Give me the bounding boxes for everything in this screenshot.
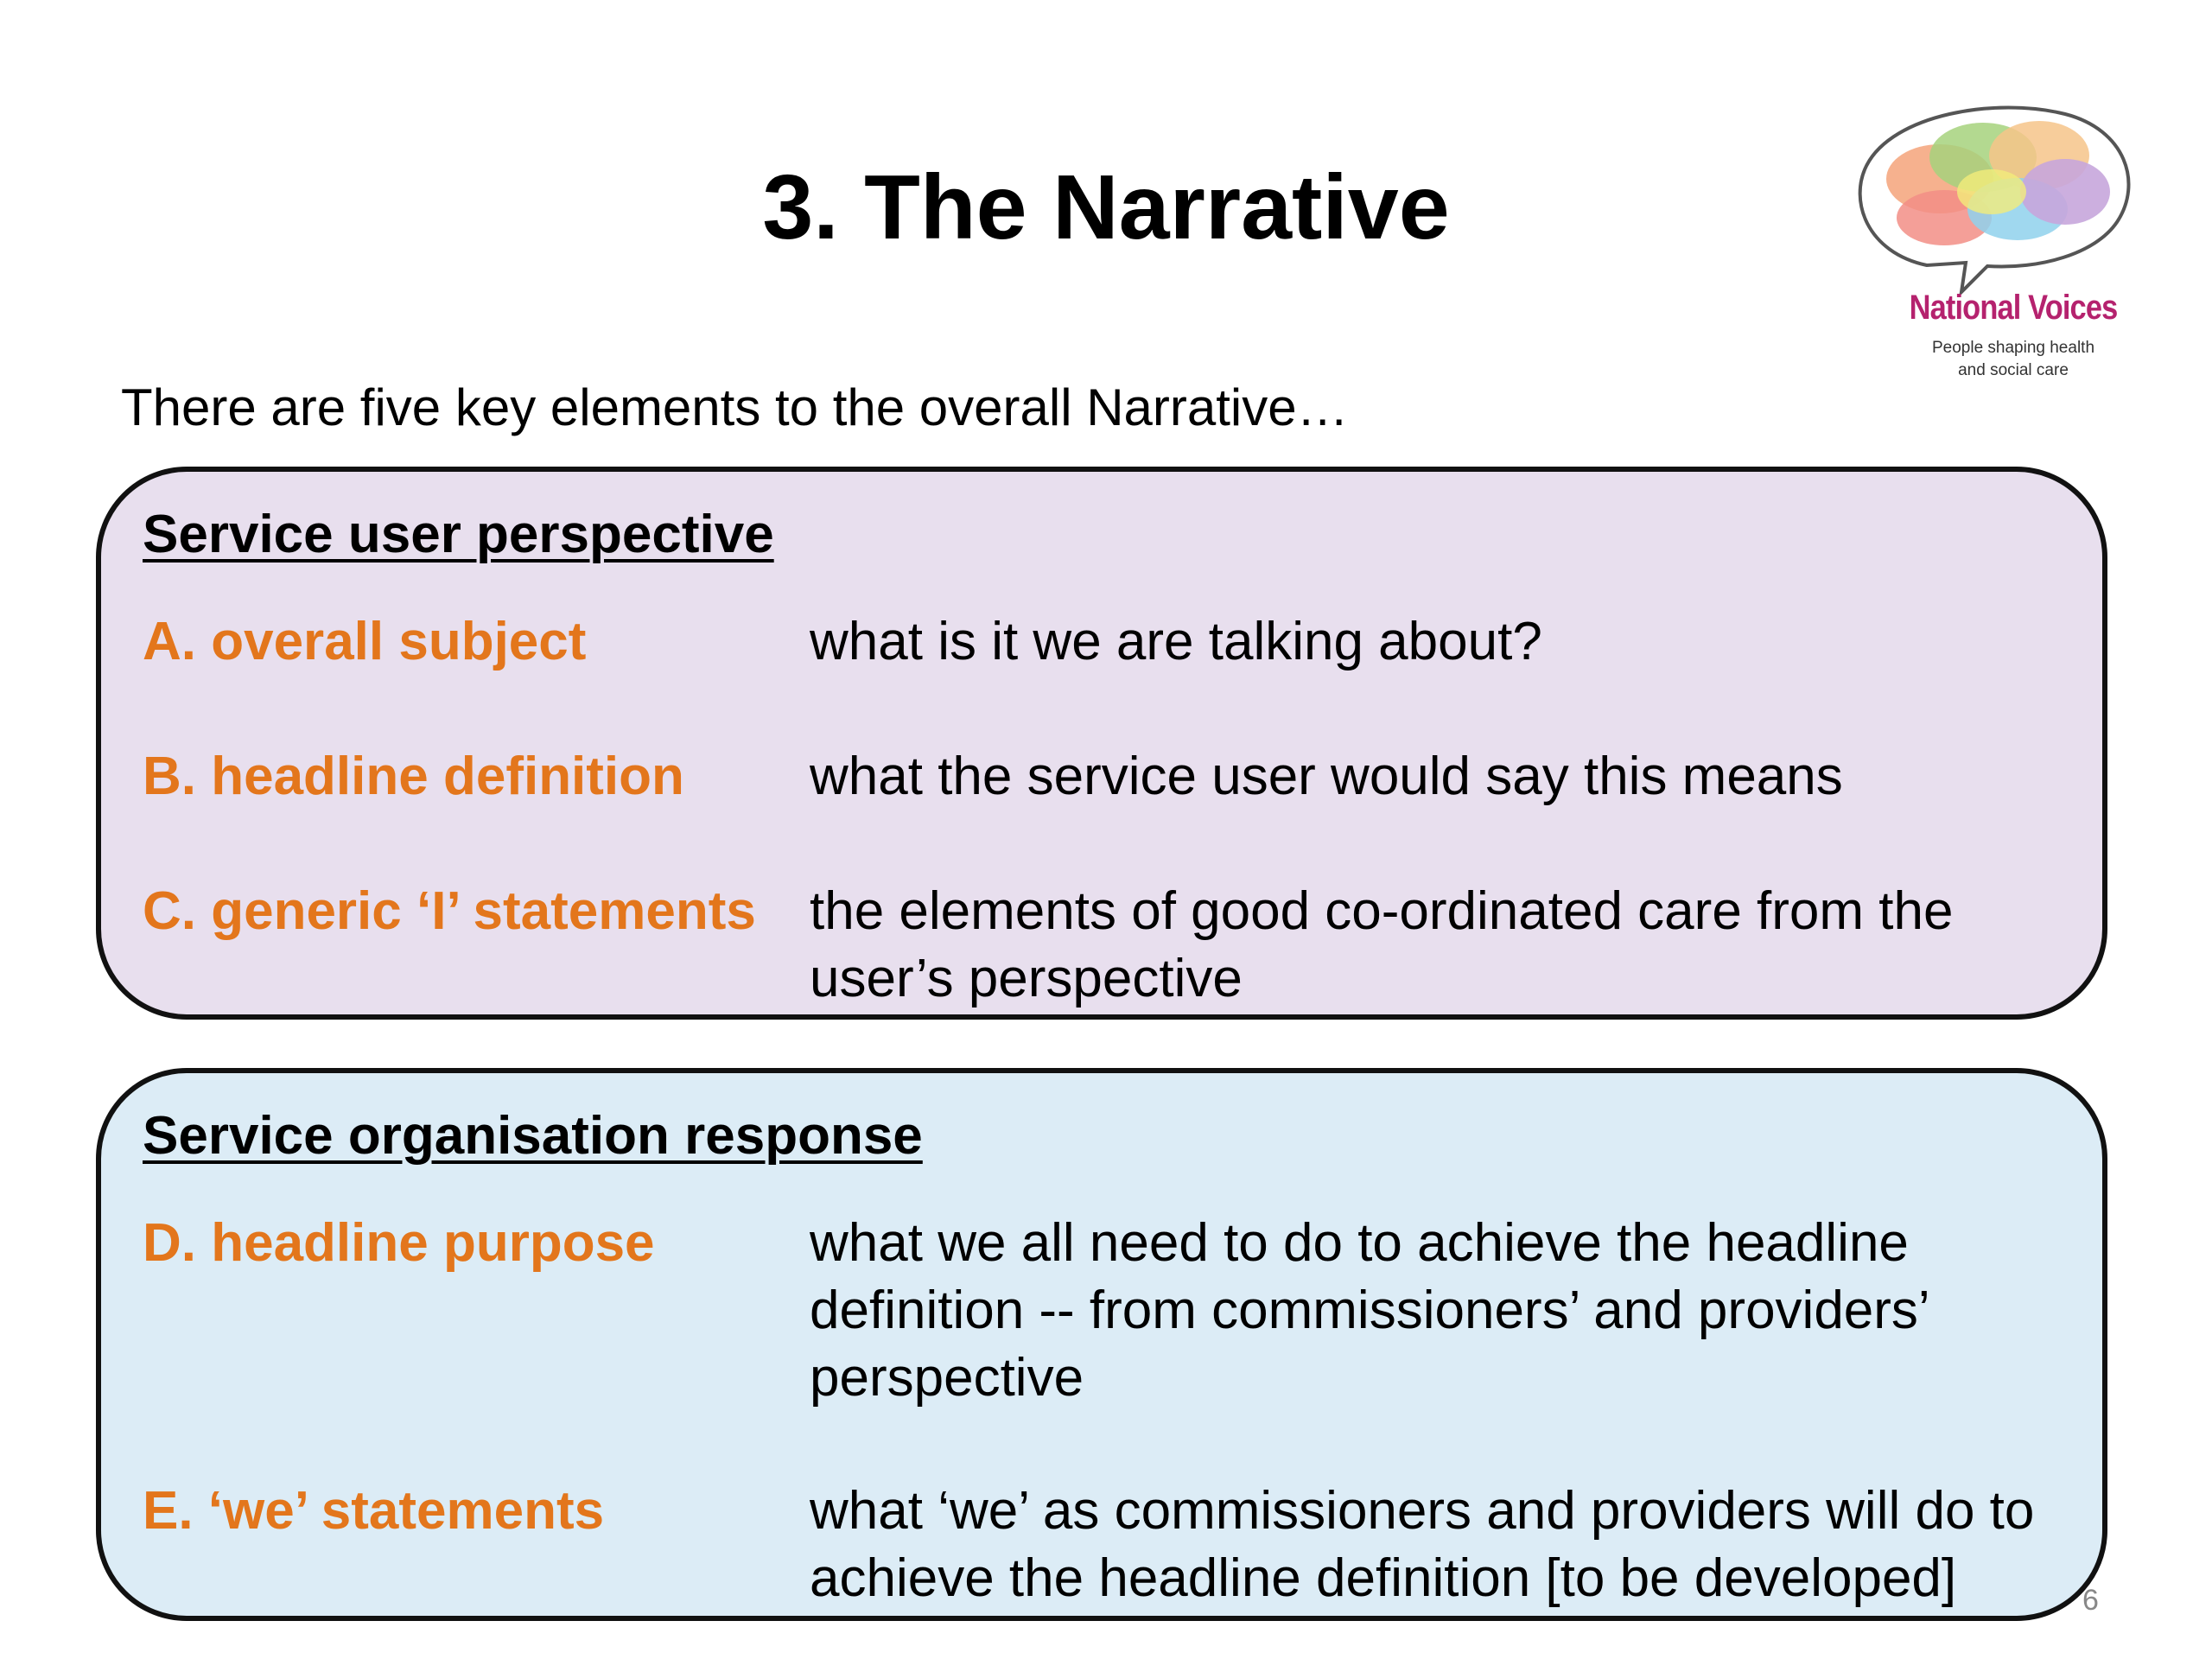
element-description: what we all need to do to achieve the he…: [810, 1213, 1929, 1408]
element-label: D. headline purpose: [143, 1213, 655, 1273]
logo-tagline-line2: and social care: [1958, 361, 2069, 379]
element-description: the elements of good co-ordinated care f…: [810, 881, 1954, 1008]
element-label: A. overall subject: [143, 612, 587, 671]
logo-tagline-line1: People shaping health: [1931, 339, 2095, 357]
section-heading: Service organisation response: [143, 1106, 923, 1166]
service-organisation-response-box: Service organisation response D. headlin…: [96, 1068, 2107, 1621]
element-description: what the service user would say this mea…: [810, 747, 1843, 806]
speech-bubbles-icon: [1858, 105, 2131, 297]
element-label: B. headline definition: [143, 747, 684, 806]
intro-text: There are five key elements to the overa…: [121, 378, 1349, 436]
element-label: C. generic ‘I’ statements: [143, 881, 756, 941]
element-label: E. ‘we’ statements: [143, 1481, 605, 1541]
section-heading: Service user perspective: [143, 505, 774, 564]
logo-name: National Voices: [1909, 289, 2119, 327]
logo-tagline: People shaping health and social care: [1832, 337, 2195, 382]
page-number: 6: [2082, 1584, 2099, 1617]
element-description: what ‘we’ as commissioners and providers…: [810, 1481, 2035, 1608]
slide-title: 3. The Narrative: [762, 156, 1450, 258]
service-user-perspective-box: Service user perspective A. overall subj…: [96, 467, 2107, 1020]
element-description: what is it we are talking about?: [810, 612, 1542, 671]
national-voices-logo: National Voices People shaping health an…: [1832, 97, 2195, 391]
